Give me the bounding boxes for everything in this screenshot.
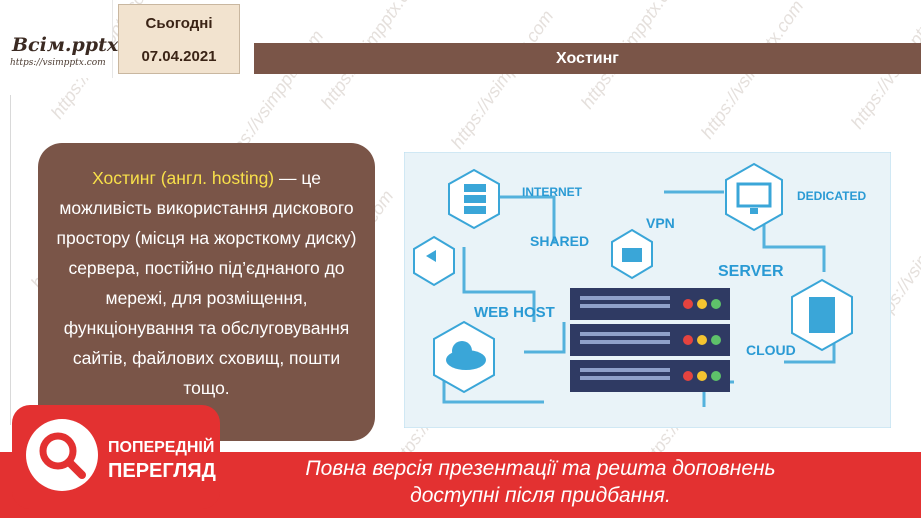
date-block: Сьогодні 07.04.2021 <box>118 4 240 74</box>
svg-text:https://vsimpptx.com: https://vsimpptx.com <box>447 6 557 152</box>
definition-body: — це можливість використання дискового п… <box>56 168 357 398</box>
cloud-icon <box>433 320 495 394</box>
monitor-icon <box>725 162 783 232</box>
datacenter-icon <box>791 278 853 352</box>
label-internet: INTERNET <box>522 185 583 199</box>
banner-message-line2: доступні після придбання. <box>410 484 671 507</box>
slide-title-bar: Хостинг <box>254 43 921 74</box>
folder-icon <box>611 228 653 280</box>
definition-card: Хостинг (англ. hosting) — це можливість … <box>38 143 375 441</box>
hosting-illustration: INTERNET DEDICATED VPN SHARED SERVER WEB… <box>404 152 891 428</box>
slide-frame-line <box>10 95 11 425</box>
date-label: Сьогодні <box>145 15 213 32</box>
banner-message-line1: Повна версія презентації та решта доповн… <box>305 457 776 480</box>
definition-term: Хостинг (англ. hosting) <box>92 168 275 188</box>
date-value: 07.04.2021 <box>141 48 217 65</box>
label-server: SERVER <box>718 263 784 280</box>
label-shared: SHARED <box>530 233 589 249</box>
preview-label-line1: ПОПЕРЕДНІЙ <box>108 439 215 456</box>
slide-title: Хостинг <box>556 50 619 67</box>
server-stack <box>570 288 730 392</box>
label-cloud: CLOUD <box>746 342 796 358</box>
search-icon <box>26 419 98 491</box>
preview-label-line2: ПЕРЕГЛЯД <box>108 460 216 482</box>
definition-text: Хостинг (англ. hosting) — це можливість … <box>52 163 361 403</box>
label-dedicated: DEDICATED <box>797 189 866 203</box>
label-vpn: VPN <box>646 215 675 231</box>
preview-badge[interactable]: ПОПЕРЕДНІЙ ПЕРЕГЛЯД <box>12 405 220 509</box>
label-web-host: WEB HOST <box>474 304 555 321</box>
logo-title: Всім.pptx <box>12 34 119 56</box>
sync-icon <box>413 235 455 287</box>
logo: Всім.pptx https://vsimpptx.com <box>0 0 118 78</box>
server-rack-icon <box>448 168 500 230</box>
logo-url: https://vsimpptx.com <box>10 58 106 68</box>
